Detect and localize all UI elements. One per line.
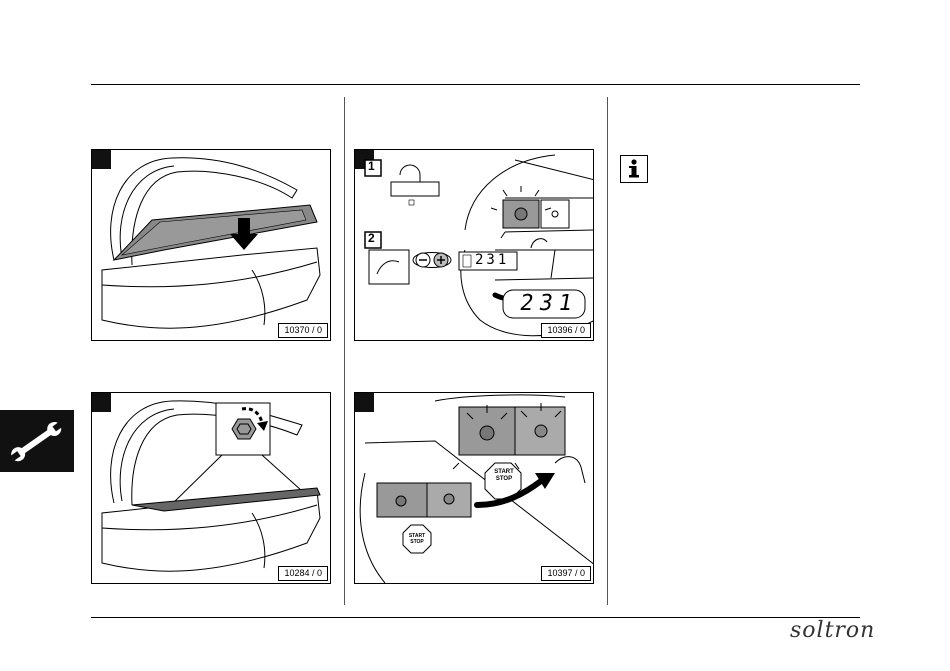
step-2-label: 2 — [368, 231, 375, 245]
column-divider-1 — [344, 97, 345, 605]
start-stop-button-large: START STOP — [489, 469, 519, 483]
column-divider-2 — [607, 97, 608, 605]
figure-acrylic-insert: 10370 / 0 — [91, 149, 331, 341]
figure-start-stop: START STOP START STOP 10397 / 0 — [354, 392, 594, 584]
figure-number: 10396 / 0 — [541, 323, 591, 338]
top-rule — [91, 84, 860, 85]
brand-logo: soltron — [790, 618, 875, 643]
start-stop-button-small: START STOP — [405, 533, 429, 545]
figure-bolt-rotation: 10284 / 0 — [91, 392, 331, 584]
wrench-icon — [0, 410, 74, 472]
figure-number: 10370 / 0 — [278, 323, 328, 338]
info-icon — [620, 155, 648, 183]
small-readout: 231 — [475, 252, 509, 268]
figure-control-programming: 1 2 231 231 10396 / 0 — [354, 149, 594, 341]
step-1-label: 1 — [368, 159, 375, 173]
maintenance-section-tab — [0, 410, 74, 472]
large-readout: 231 — [518, 291, 580, 316]
figure-number: 10397 / 0 — [541, 566, 591, 581]
bottom-rule — [91, 617, 860, 618]
figure-number: 10284 / 0 — [278, 566, 328, 581]
